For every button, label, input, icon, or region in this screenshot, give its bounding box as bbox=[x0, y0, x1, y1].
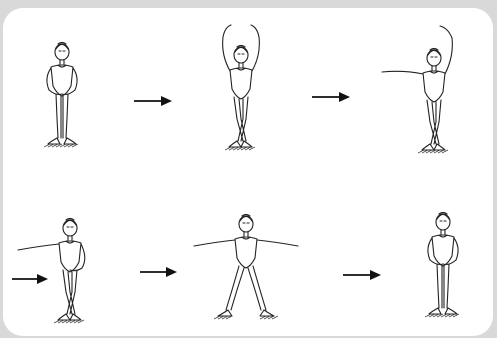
ballet-sequence-diagram bbox=[0, 0, 497, 338]
